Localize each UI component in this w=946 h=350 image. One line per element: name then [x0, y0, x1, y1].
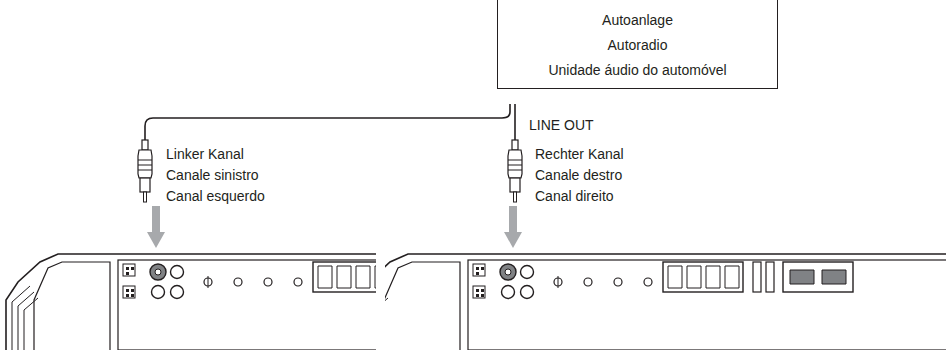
right-cable	[514, 104, 516, 140]
signal-name: LINE OUT	[529, 115, 594, 136]
left-cable	[145, 104, 510, 140]
channel-label: Linker Kanal	[166, 144, 244, 165]
head-unit-box: AutoanlageAutoradioUnidade áudio do auto…	[497, 0, 778, 89]
rca-plug	[138, 140, 152, 202]
left-amp-clip	[6, 254, 376, 350]
right-amp-clip	[385, 254, 946, 350]
channel-label: Canal esquerdo	[166, 186, 265, 207]
channel-label: Canal direito	[535, 186, 614, 207]
node-text: Unidade áudio do automóvel	[498, 58, 777, 83]
channel-label: Canale sinistro	[166, 165, 259, 186]
channel-label: Canale destro	[535, 165, 622, 186]
node-text: Autoanlage	[498, 8, 777, 33]
amplifier	[6, 254, 376, 350]
insert-arrow	[504, 206, 522, 248]
amplifier	[385, 254, 946, 350]
channel-label: Rechter Kanal	[535, 144, 624, 165]
insert-arrow	[147, 206, 165, 248]
node-text: Autoradio	[498, 33, 777, 58]
rca-plug	[508, 140, 522, 202]
